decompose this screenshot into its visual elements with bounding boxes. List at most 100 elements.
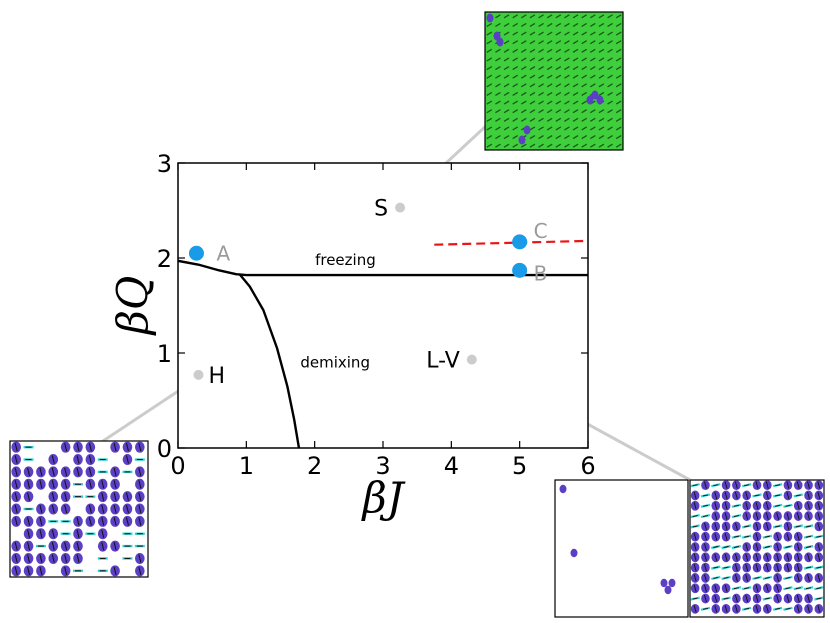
bond-mark [589, 143, 596, 148]
bond-mark [520, 83, 527, 88]
particle-orientation [113, 480, 117, 489]
particle-orientation [714, 491, 718, 500]
bond-arrow [733, 546, 739, 548]
particle-orientation [807, 512, 810, 520]
bond-mark [564, 117, 570, 122]
particle-orientation [138, 443, 142, 452]
axis-ticks [177, 162, 589, 449]
bond-mark [529, 48, 536, 53]
bond-mark [546, 40, 553, 45]
particle-orientation [765, 502, 769, 510]
bond-arrow [733, 535, 739, 538]
particle-orientation [88, 480, 92, 489]
bond-mark [520, 22, 527, 27]
particle-orientation [745, 512, 749, 520]
bond-arrow [795, 525, 801, 528]
bond-mark [512, 66, 519, 71]
bond-mark [564, 91, 570, 96]
bond-mark [555, 117, 562, 122]
particle-orientation [101, 529, 105, 538]
particle-orientation [734, 594, 738, 603]
bond-mark [538, 109, 544, 114]
bond-mark [486, 126, 493, 131]
particle-orientation [27, 541, 31, 551]
particle-orientation [704, 543, 707, 551]
bond-arrow [805, 566, 812, 569]
bond-mark [512, 57, 519, 62]
bond-mark [512, 126, 519, 131]
particle-orientation [51, 492, 55, 501]
bond-mark [572, 100, 579, 105]
particle-orientation [776, 563, 780, 572]
bond-arrow [713, 546, 719, 548]
bond-mark [495, 135, 501, 140]
bond-mark [572, 22, 579, 27]
particle-orientation [14, 455, 18, 464]
bond-mark [572, 48, 579, 53]
bond-mark [572, 57, 579, 62]
bond-arrow [692, 525, 698, 528]
bond-mark [486, 57, 493, 62]
phase-boundaries [178, 239, 588, 448]
particle-orientation [64, 566, 68, 575]
bond-mark [495, 66, 501, 71]
particle-orientation [125, 517, 129, 526]
particle [660, 578, 668, 588]
bond-mark [538, 100, 544, 105]
particle-orientation [113, 492, 117, 501]
bond-mark [615, 74, 622, 79]
bond-mark [564, 57, 570, 62]
particle [496, 37, 504, 47]
bond-mark [486, 100, 493, 105]
particle-orientation [14, 504, 18, 514]
particle-orientation [796, 594, 800, 603]
particle-orientation [776, 574, 780, 582]
particle-orientation [27, 554, 31, 563]
y-tick-label: 1 [157, 340, 172, 368]
particle-orientation [796, 543, 800, 551]
particle-orientation [113, 566, 117, 575]
particle-orientation [714, 584, 718, 592]
particle-orientation [745, 594, 749, 603]
bond-mark [589, 74, 596, 79]
particle-orientation [51, 529, 55, 538]
particle-orientation [76, 554, 80, 563]
bond-mark [589, 117, 596, 122]
particle-orientation [14, 443, 18, 452]
bond-mark [564, 40, 570, 45]
bond-mark [503, 57, 510, 62]
bond-mark [572, 31, 579, 36]
bond-mark [572, 126, 579, 131]
bond-mark [615, 22, 622, 27]
bond-mark [538, 31, 544, 36]
bond-mark [607, 143, 613, 148]
particle-orientation [786, 491, 790, 500]
bond-arrow [764, 546, 770, 548]
bond-mark [555, 100, 562, 105]
bond-mark [581, 14, 588, 19]
particle-orientation [817, 553, 821, 561]
bond-mark [512, 48, 519, 53]
bond-mark [520, 117, 527, 122]
particle-orientation [714, 605, 718, 613]
particle-orientation [113, 504, 117, 514]
particle-orientation [693, 543, 697, 551]
particle-orientation [714, 553, 718, 561]
bond-arrow [723, 597, 729, 600]
bond-mark [512, 31, 519, 36]
particle-orientation [693, 574, 697, 582]
particle-orientation [27, 480, 31, 489]
particle-orientation [755, 584, 759, 592]
bond-mark [607, 22, 613, 27]
bond-mark [607, 74, 613, 79]
particle-orientation [776, 543, 780, 551]
particle-orientation [776, 553, 780, 561]
bond-mark [615, 117, 622, 122]
bond-mark [572, 14, 579, 19]
bond-arrow [744, 587, 750, 590]
bond-mark [607, 83, 613, 88]
bond-mark [555, 66, 562, 71]
bond-mark [538, 74, 544, 79]
bond-mark [529, 40, 536, 45]
bond-mark [589, 126, 596, 131]
